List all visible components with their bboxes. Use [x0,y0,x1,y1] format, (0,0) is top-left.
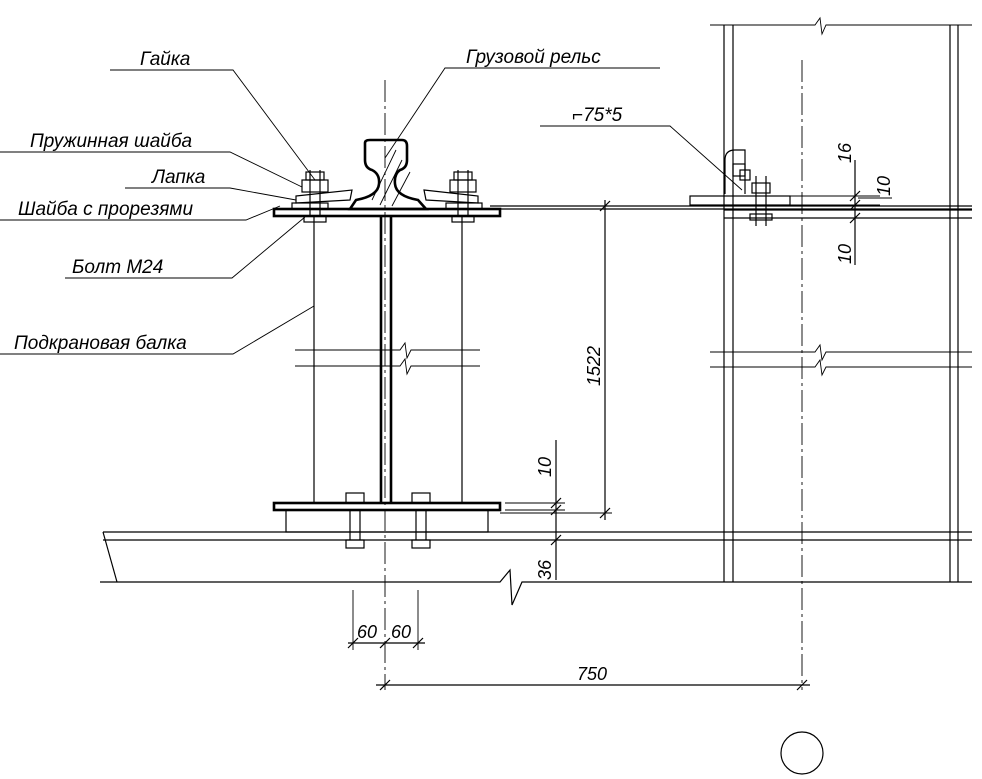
label-angle: ⌐75*5 [572,105,623,126]
label-spring-washer: Пружинная шайба [30,131,192,152]
dim-10-base: 10 [535,457,555,477]
dim-1522: 1522 [584,346,604,386]
dim-10-right: 10 [874,176,894,196]
column [710,16,972,690]
label-slotted-washer: Шайба с прорезями [18,199,193,220]
crane-beam [272,80,502,690]
right-fastener [423,170,483,223]
tie-plate [490,149,972,226]
dim-36: 36 [535,559,555,580]
base-bolts [345,492,431,549]
dim-60-left: 60 [357,622,377,642]
dim-16: 16 [835,142,855,163]
label-nut: Гайка [140,49,190,70]
leaders [0,67,743,355]
dim-60-right: 60 [391,622,411,642]
dimension-lines [347,160,892,691]
foundation [100,531,972,606]
label-clamp: Лапка [150,167,205,188]
label-rail: Грузовой рельс [466,47,601,68]
label-crane-beam: Подкрановая балка [14,333,187,354]
rail [347,138,429,211]
left-fastener [291,170,353,223]
dim-10-left: 10 [835,244,855,264]
axis-marker-icon [780,731,824,775]
dim-750: 750 [577,664,607,684]
label-bolt: Болт М24 [72,257,163,278]
